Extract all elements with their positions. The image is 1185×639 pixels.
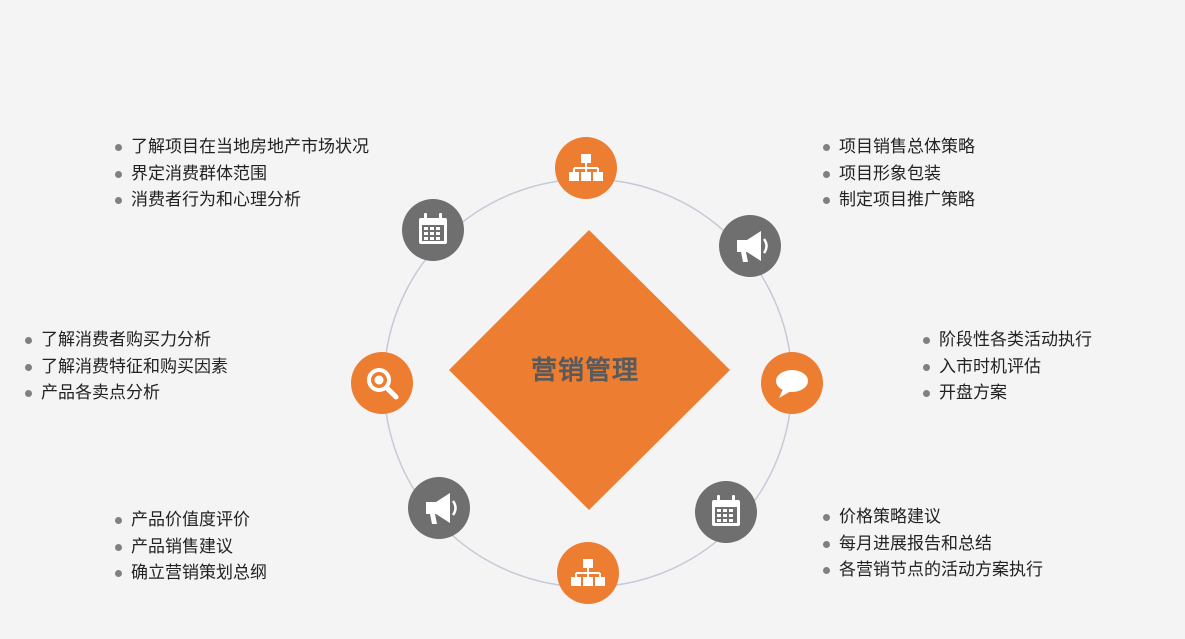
node-top-left [402,199,464,261]
node-bottom-left [408,477,470,539]
list-item: 了解项目在当地房地产市场状况 [115,134,369,161]
list-item: 产品价值度评价 [115,507,267,534]
list-item: 了解消费特征和购买因素 [25,354,228,381]
list-item: 确立营销策划总纲 [115,560,267,587]
list-item: 产品销售建议 [115,534,267,561]
list-bottom-right: 价格策略建议 每月进展报告和总结 各营销节点的活动方案执行 [823,504,1043,584]
list-bottom-left: 产品价值度评价 产品销售建议 确立营销策划总纲 [115,507,267,587]
node-top-right [719,215,781,277]
center-title: 营销管理 [530,356,639,386]
list-item: 项目销售总体策略 [823,134,975,161]
list-item: 制定项目推广策略 [823,187,975,214]
list-item: 各营销节点的活动方案执行 [823,557,1043,584]
list-item: 消费者行为和心理分析 [115,187,369,214]
node-bottom-right [695,481,757,543]
node-top [555,137,617,199]
list-item: 价格策略建议 [823,504,1043,531]
list-mid-right: 阶段性各类活动执行 入市时机评估 开盘方案 [923,327,1092,407]
node-left [351,352,413,414]
list-mid-left: 了解消费者购买力分析 了解消费特征和购买因素 产品各卖点分析 [25,327,228,407]
list-item: 开盘方案 [923,380,1092,407]
list-item: 了解消费者购买力分析 [25,327,228,354]
node-right [761,352,823,414]
list-item: 入市时机评估 [923,354,1092,381]
list-top-right: 项目销售总体策略 项目形象包装 制定项目推广策略 [823,134,975,214]
list-item: 界定消费群体范围 [115,161,369,188]
list-item: 项目形象包装 [823,161,975,188]
list-top-left: 了解项目在当地房地产市场状况 界定消费群体范围 消费者行为和心理分析 [115,134,369,214]
node-bottom [557,542,619,604]
list-item: 阶段性各类活动执行 [923,327,1092,354]
list-item: 产品各卖点分析 [25,380,228,407]
center-diamond [449,230,730,510]
list-item: 每月进展报告和总结 [823,531,1043,558]
